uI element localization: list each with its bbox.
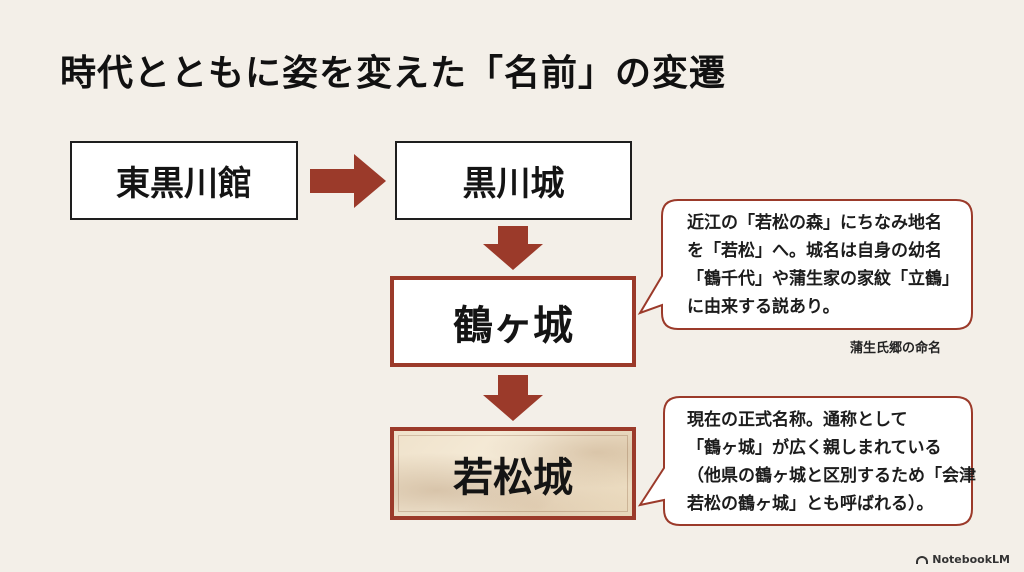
node-tsurugajo: 鶴ヶ城	[390, 276, 636, 367]
node-label: 若松城	[453, 454, 573, 501]
arrow-right-icon	[310, 154, 386, 208]
callout-line: 若松の鶴ヶ城」とも呼ばれる）。	[687, 494, 934, 514]
callout-line: 「鶴千代」や蒲生家の家紋「立鶴」	[687, 269, 959, 289]
callout-caption: 蒲生氏郷の命名	[850, 341, 942, 356]
callout-line: （他県の鶴ヶ城と区別するため「会津	[687, 466, 976, 486]
callout-line: を「若松」へ。城名は自身の幼名	[687, 241, 942, 261]
callout-wakamatsu-shape	[637, 396, 973, 526]
node-higashi-kurokawa-kan: 東黒川館	[70, 141, 298, 220]
node-label: 東黒川館	[116, 164, 252, 204]
arrow-down-icon	[483, 226, 543, 270]
callout-tsuruga-text: 近江の「若松の森」にちなみ地名 を「若松」へ。城名は自身の幼名 「鶴千代」や蒲生…	[687, 209, 959, 321]
callout-line: に由来する説あり。	[687, 297, 840, 317]
callout-line: 現在の正式名称。通称として	[687, 410, 908, 430]
node-label: 鶴ヶ城	[453, 302, 573, 349]
notebooklm-logo: NotebookLM	[916, 553, 1010, 566]
node-kurokawa-castle: 黒川城	[395, 141, 632, 220]
callout-tsuruga-shape	[637, 199, 973, 330]
logo-label: NotebookLM	[932, 553, 1010, 566]
callout-wakamatsu-text: 現在の正式名称。通称として 「鶴ヶ城」が広く親しまれている （他県の鶴ヶ城と区別…	[687, 406, 976, 518]
notebooklm-icon	[916, 555, 929, 564]
page-title: 時代とともに姿を変えた「名前」の変遷	[60, 52, 727, 94]
arrow-down-icon	[483, 375, 543, 421]
callout-line: 「鶴ヶ城」が広く親しまれている	[687, 438, 942, 458]
callout-line: 近江の「若松の森」にちなみ地名	[687, 213, 942, 233]
node-wakamatsu-castle: 若松城	[390, 427, 636, 520]
node-label: 黒川城	[462, 164, 565, 204]
